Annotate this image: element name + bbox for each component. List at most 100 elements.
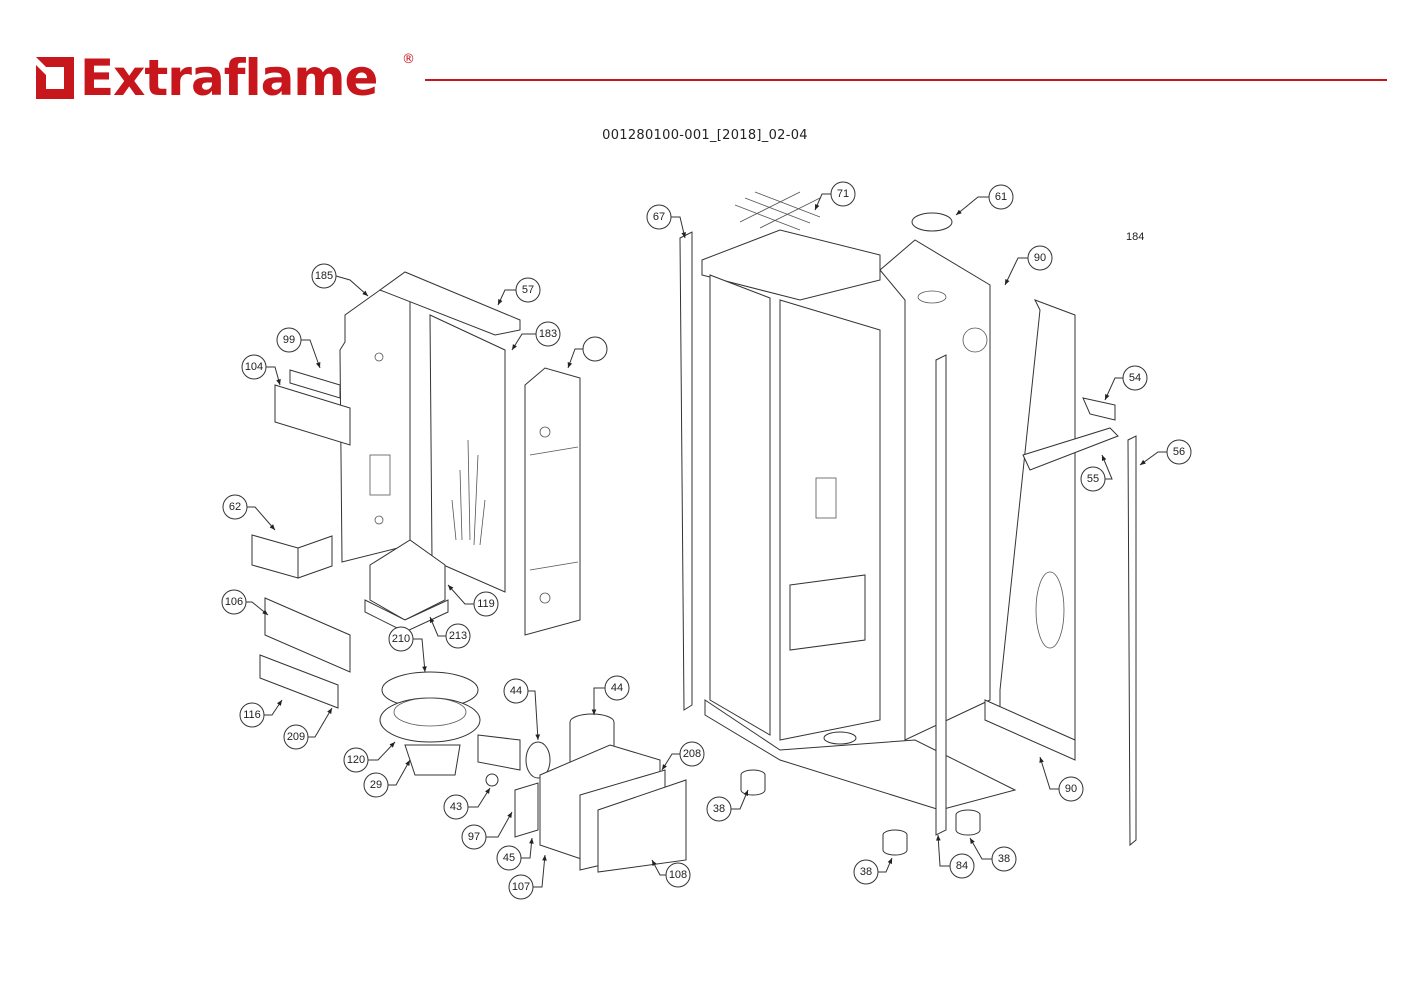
callout-leader xyxy=(388,759,411,786)
part-callout: 44 xyxy=(503,678,529,704)
callout-number: 90 xyxy=(1065,783,1077,795)
cover-61 xyxy=(911,212,953,232)
callout-leader xyxy=(497,289,516,306)
floating-part-label: 184 xyxy=(1126,231,1145,243)
callout-bubble xyxy=(239,702,265,728)
extraflame-logo-icon xyxy=(36,57,74,99)
callout-number: 45 xyxy=(503,852,515,864)
callout-leader xyxy=(1139,451,1167,466)
callout-leader xyxy=(301,339,321,369)
part-callout: 55 xyxy=(1080,466,1106,492)
callout-number: 90 xyxy=(1034,252,1046,264)
part-callout: 71 xyxy=(830,181,856,207)
callout-number: 44 xyxy=(510,685,522,697)
feet-38 xyxy=(740,769,981,856)
arrowhead-icon xyxy=(269,524,275,530)
callout-bubble xyxy=(363,772,389,798)
part-62 xyxy=(251,534,333,579)
arrowhead-icon xyxy=(887,858,892,864)
bracket-99-104 xyxy=(274,369,351,446)
callout-bubble xyxy=(853,859,879,885)
callout-leader xyxy=(511,333,536,351)
callout-bubble xyxy=(949,853,975,879)
part-callout: 97 xyxy=(461,824,487,850)
callout-number: 38 xyxy=(713,803,725,815)
part-callout: 108 xyxy=(665,862,691,888)
part-callout: 209 xyxy=(283,724,309,750)
burn-pot-119-213 xyxy=(364,539,449,633)
arrowhead-icon xyxy=(315,362,321,368)
part-callout: 38 xyxy=(853,859,879,885)
arrowhead-icon xyxy=(1101,455,1107,461)
callout-leader xyxy=(266,366,281,386)
callout-number: 185 xyxy=(315,270,333,282)
callout-bubble xyxy=(241,354,267,380)
callout-leader xyxy=(1039,756,1059,790)
callout-leader xyxy=(1101,454,1113,480)
part-callout: 29 xyxy=(363,772,389,798)
callout-bubble xyxy=(988,184,1014,210)
arrowhead-icon xyxy=(507,812,512,818)
part-callout: 44 xyxy=(604,675,630,701)
callout-leader xyxy=(413,638,426,673)
callout-number: 119 xyxy=(477,598,495,610)
callout-leader xyxy=(528,690,539,741)
fan-assembly xyxy=(379,671,551,787)
arrowhead-icon xyxy=(542,855,547,861)
callout-bubble xyxy=(604,675,630,701)
callout-bubble xyxy=(1058,776,1084,802)
callout-number: 210 xyxy=(392,633,410,645)
arrowhead-icon xyxy=(529,838,534,844)
arrowhead-icon xyxy=(1105,394,1110,400)
part-callout: 54 xyxy=(1122,365,1148,391)
callout-number: 97 xyxy=(468,831,480,843)
callout-bubble xyxy=(706,796,732,822)
callout-number: 116 xyxy=(243,709,261,721)
callout-bubble xyxy=(535,321,561,347)
callout-number: 71 xyxy=(837,188,849,200)
callout-bubble xyxy=(461,824,487,850)
arrowhead-icon xyxy=(276,379,281,385)
grille-71 xyxy=(734,191,821,231)
callout-number: 120 xyxy=(347,754,365,766)
arrowhead-icon xyxy=(276,700,282,706)
callout-bubble xyxy=(1027,245,1053,271)
callout-bubble xyxy=(1122,365,1148,391)
rail-106-116 xyxy=(259,597,351,709)
registered-mark: ® xyxy=(402,52,415,67)
part-callout: 210 xyxy=(388,626,414,652)
part-callout: 67 xyxy=(646,204,672,230)
callout-bubble xyxy=(1080,466,1106,492)
smoke-box xyxy=(514,713,687,873)
part-callout: 90 xyxy=(1027,245,1053,271)
callout-bubble xyxy=(1166,439,1192,465)
callout-number: 104 xyxy=(245,361,263,373)
callout-leader xyxy=(533,854,546,888)
arrowhead-icon xyxy=(1039,757,1044,763)
callout-number: 107 xyxy=(512,881,530,893)
callout-number: 38 xyxy=(860,866,872,878)
part-callout xyxy=(582,336,608,362)
brand-logo: Extraflame xyxy=(34,50,378,106)
callout-leader xyxy=(335,275,369,297)
part-callout: 45 xyxy=(496,845,522,871)
callout-bubble xyxy=(582,336,608,362)
callout-bubble xyxy=(445,623,471,649)
part-callout: 38 xyxy=(706,796,732,822)
part-callout: 120 xyxy=(343,747,369,773)
callout-number: 213 xyxy=(449,630,467,642)
callout-bubble xyxy=(503,678,529,704)
arrowhead-icon xyxy=(429,617,435,623)
side-rail-67 xyxy=(679,231,693,711)
arrowhead-icon xyxy=(652,860,657,866)
callout-bubble xyxy=(646,204,672,230)
callout-bubble xyxy=(443,794,469,820)
callout-leader xyxy=(731,789,749,810)
part-callout: 213 xyxy=(445,623,471,649)
document-code: 001280100-001_[2018]_02-04 xyxy=(602,128,808,143)
callout-number: 44 xyxy=(611,682,623,694)
callout-bubble xyxy=(515,277,541,303)
part-callout: 61 xyxy=(988,184,1014,210)
callout-bubble xyxy=(343,747,369,773)
